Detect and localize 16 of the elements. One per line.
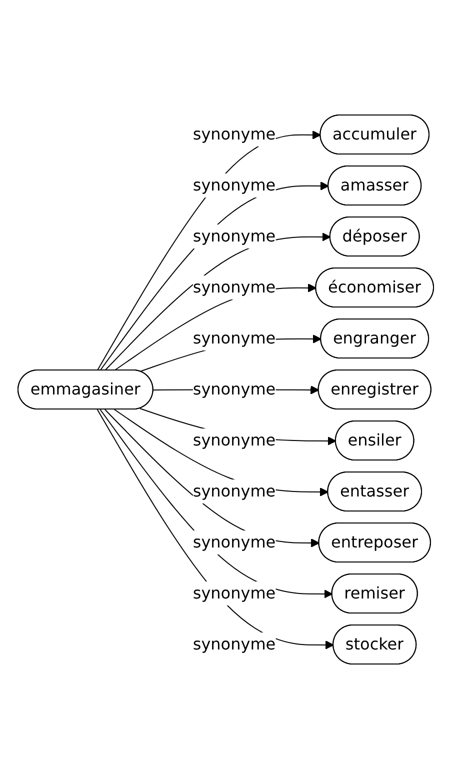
arrow bbox=[97, 409, 334, 650]
arrow bbox=[100, 409, 333, 598]
edge-label: synonyme bbox=[193, 176, 276, 194]
edge-label: synonyme bbox=[193, 481, 276, 500]
arrow bbox=[114, 284, 317, 371]
edge-label: synonyme bbox=[193, 124, 276, 144]
edge-label: synonyme bbox=[193, 226, 276, 246]
edge-label: synonyme bbox=[193, 583, 276, 602]
edge-label: synonyme bbox=[193, 634, 276, 654]
arrow bbox=[114, 409, 329, 496]
edge-label: synonyme bbox=[193, 430, 276, 450]
edge-label: synonyme bbox=[193, 277, 276, 296]
edge-label: synonyme bbox=[193, 532, 276, 552]
arrow bbox=[104, 409, 320, 548]
edge-label: synonyme bbox=[193, 379, 276, 398]
edge-label: synonyme bbox=[193, 328, 276, 348]
